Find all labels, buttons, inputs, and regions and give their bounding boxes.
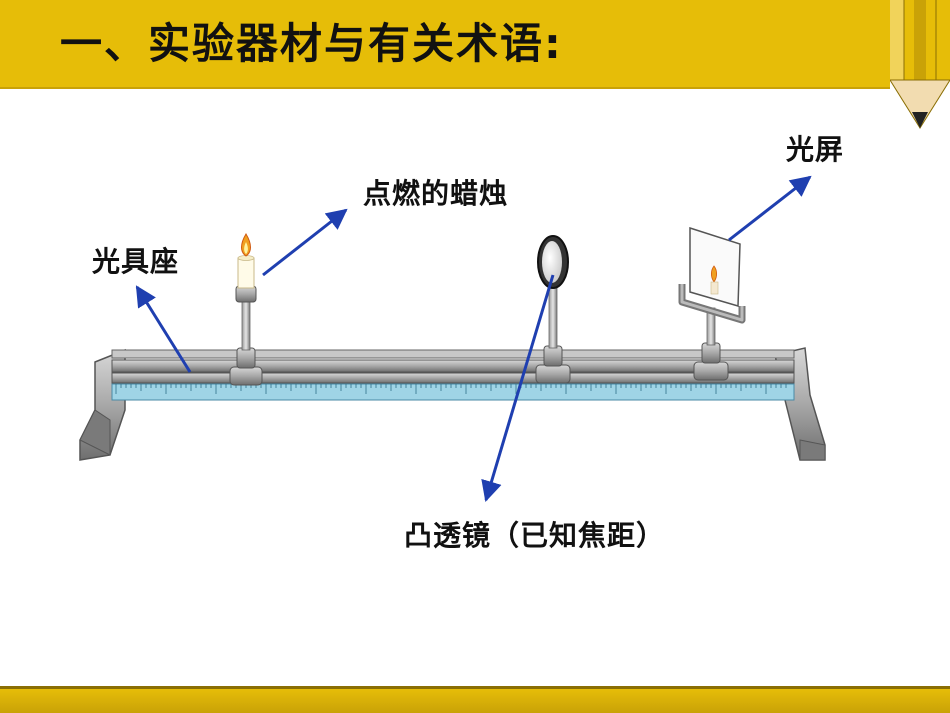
candle-holder: [229, 285, 263, 386]
screen-holder: [678, 284, 746, 381]
bench-rails: [111, 349, 795, 384]
slide-title: 一、实验器材与有关术语:: [60, 19, 563, 68]
header-edge: [0, 87, 890, 89]
screen-image-icon: [710, 265, 718, 283]
label-lit-candle: 点燃的蜡烛: [363, 177, 509, 210]
footer-band: [0, 686, 950, 713]
light-screen: [689, 226, 741, 307]
bench-ruler: [111, 383, 795, 401]
label-optical-bench: 光具座: [92, 245, 180, 278]
label-convex-lens: 凸透镜（已知焦距）: [404, 519, 666, 552]
label-light-screen: 光屏: [786, 133, 845, 166]
arrow-screen: [728, 175, 812, 242]
arrow-bench: [135, 285, 192, 373]
candle: [237, 233, 255, 289]
lens-holder: [535, 287, 571, 384]
pencil-icon: [890, 0, 950, 129]
header-band: [0, 0, 890, 87]
ruler-ticks: [115, 384, 787, 394]
arrow-lens: [481, 274, 555, 503]
arrow-candle: [262, 208, 348, 277]
convex-lens: [537, 235, 569, 289]
